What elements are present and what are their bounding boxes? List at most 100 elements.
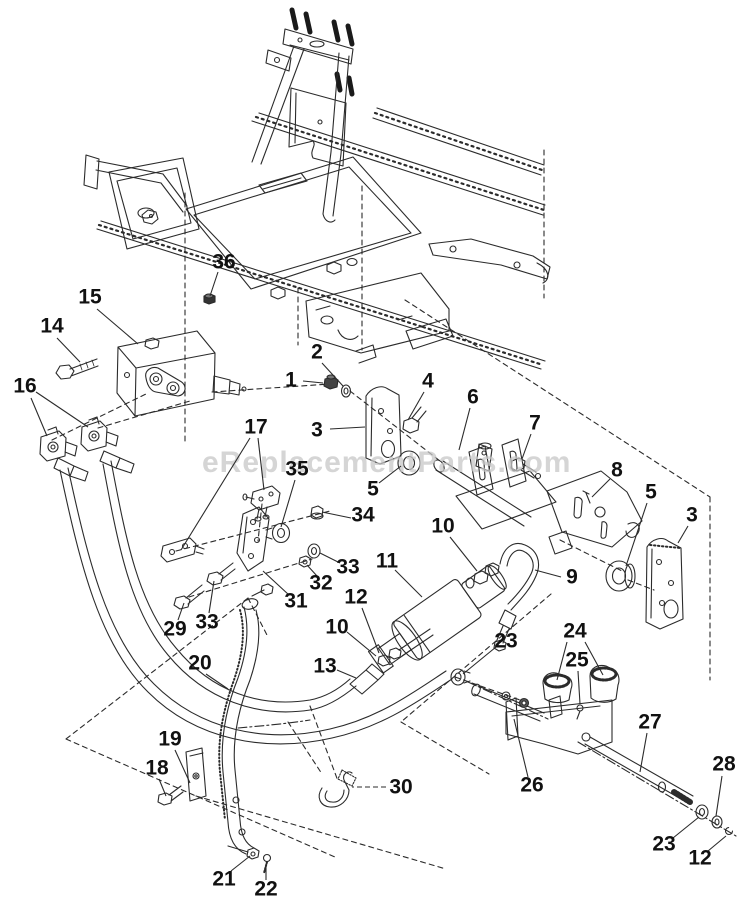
leader-line-20 (205, 673, 229, 690)
callout-30: 30 (389, 776, 412, 799)
leader-line-36 (209, 271, 219, 297)
cross-shaft-assembly (433, 438, 643, 555)
bolt-7 (510, 457, 542, 480)
leader-line-23 (462, 646, 497, 675)
callout-31: 31 (284, 590, 308, 613)
callout-11: 11 (376, 550, 399, 573)
leader-line-17 (180, 437, 251, 551)
callout-23: 23 (494, 630, 517, 653)
leader-line-31 (262, 570, 290, 596)
valve-block-15 (116, 330, 247, 417)
leader-line-17 (257, 437, 265, 491)
bolt-29-bolt-33 (173, 562, 236, 610)
bushing-5-left (397, 450, 421, 476)
callout-layer: 3615141621346785351735343332313329121013… (13, 251, 736, 901)
callout-16: 16 (13, 375, 36, 398)
bushing-35 (265, 522, 291, 544)
bracket-19-bolt-18 (157, 747, 207, 806)
callout-5: 5 (367, 478, 379, 501)
leader-line-34 (321, 511, 352, 519)
leader-line-35 (280, 479, 296, 528)
centerlines (237, 681, 737, 837)
leader-line-2 (321, 362, 344, 387)
callout-5: 5 (645, 481, 657, 504)
leader-line-32 (306, 564, 318, 577)
leader-line-8 (591, 478, 611, 498)
callout-7: 7 (529, 412, 541, 435)
leader-line-16 (30, 397, 48, 437)
callout-10: 10 (325, 616, 348, 639)
callout-34: 34 (351, 504, 375, 527)
callout-9: 9 (566, 566, 578, 589)
leader-line-10 (346, 631, 377, 657)
leader-line-27 (639, 732, 648, 773)
watermark: eReplacementParts.com (202, 446, 572, 479)
callout-33: 33 (195, 611, 218, 634)
leader-line-25 (577, 670, 581, 705)
callout-24: 24 (563, 620, 587, 643)
hydraulic-hoses (59, 460, 453, 745)
plate-3-right (645, 538, 684, 630)
leader-line-15 (96, 308, 139, 345)
leader-line-19 (174, 749, 191, 784)
callout-15: 15 (78, 286, 102, 309)
callout-1: 1 (285, 369, 297, 392)
bolt-14 (55, 358, 99, 380)
callout-14: 14 (40, 315, 64, 338)
leader-line-16 (35, 391, 89, 428)
leader-line-5 (378, 465, 402, 484)
bracket-31 (236, 506, 270, 572)
leader-line-24 (584, 641, 604, 676)
line-art (39, 7, 737, 874)
lever-assembly-26 (471, 664, 734, 836)
callout-12: 12 (688, 847, 711, 870)
callout-13: 13 (313, 655, 336, 678)
leader-line-33 (208, 580, 215, 614)
callout-3: 3 (686, 504, 698, 527)
leader-line-21 (230, 855, 251, 872)
callout-23: 23 (652, 833, 675, 856)
cylinder-11 (367, 565, 507, 674)
leader-line-3 (329, 426, 366, 430)
callout-2: 2 (311, 341, 323, 364)
leader-line-18 (158, 778, 167, 797)
callout-28: 28 (712, 753, 736, 776)
bushing-5-right (605, 560, 636, 592)
leader-line-1 (302, 380, 324, 384)
washer-23-middle (450, 668, 471, 686)
hook-30 (318, 769, 357, 808)
nut-1-washer-2 (323, 374, 352, 398)
leader-line-10 (449, 536, 478, 572)
leader-line-4 (407, 391, 425, 421)
pedal-arm-20 (218, 583, 274, 855)
callout-18: 18 (145, 757, 169, 780)
callout-22: 22 (254, 878, 277, 901)
callout-35: 35 (285, 458, 309, 481)
callout-10: 10 (431, 515, 454, 538)
callout-36: 36 (212, 251, 235, 274)
leader-line-33 (319, 552, 341, 564)
callout-26: 26 (520, 774, 543, 797)
leader-line-12 (707, 835, 727, 852)
bolt-4 (402, 406, 427, 434)
callout-21: 21 (212, 868, 236, 891)
callout-8: 8 (611, 459, 623, 482)
callout-6: 6 (467, 386, 479, 409)
leader-line-26 (513, 718, 529, 778)
callout-29: 29 (163, 618, 186, 641)
callout-3: 3 (311, 419, 323, 442)
callout-20: 20 (188, 652, 211, 675)
callout-19: 19 (158, 728, 181, 751)
callout-33: 33 (336, 556, 359, 579)
leader-line-28 (715, 775, 723, 817)
leader-line-29 (177, 602, 185, 621)
leader-line-7 (521, 433, 532, 460)
leader-line-24 (556, 641, 568, 681)
callout-17: 17 (244, 416, 267, 439)
link-17-lower (160, 537, 205, 563)
callout-32: 32 (309, 572, 332, 595)
link-17-upper (242, 485, 281, 522)
nut-34-washer-33-nut-32 (298, 505, 324, 568)
leader-line-23 (672, 816, 700, 839)
